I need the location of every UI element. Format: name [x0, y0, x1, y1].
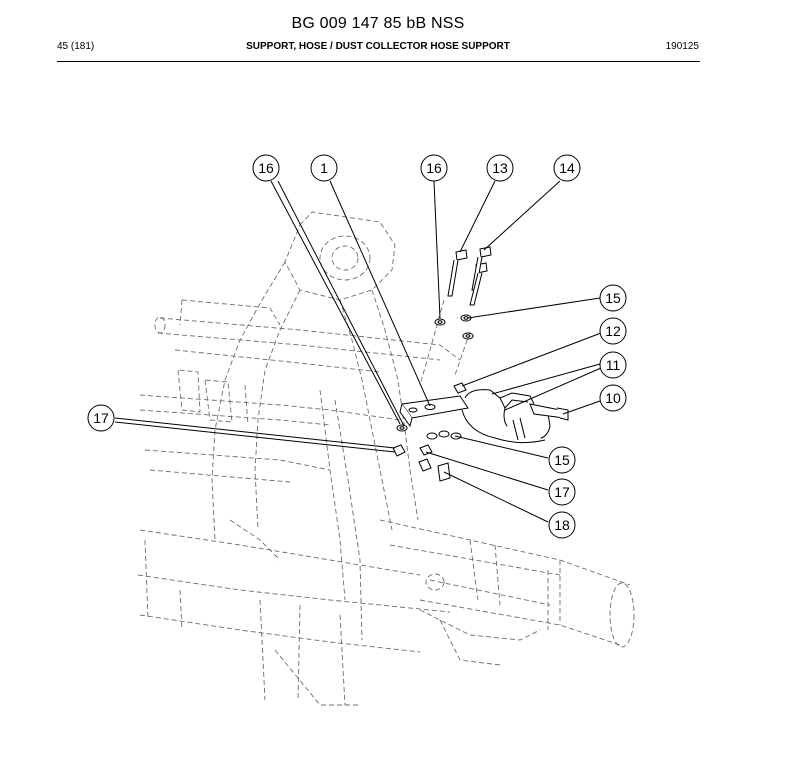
callout-17-right: 17 [548, 478, 576, 506]
callout-10: 10 [599, 384, 627, 412]
callout-label: 15 [554, 452, 570, 468]
callout-17-left: 17 [87, 404, 115, 432]
callout-11: 11 [599, 351, 627, 379]
callout-label: 13 [492, 160, 508, 176]
callout-label: 16 [426, 160, 442, 176]
callout-label: 10 [605, 390, 621, 406]
header-rule [57, 61, 700, 62]
document-id: BG 009 147 85 bB NSS [291, 15, 465, 32]
bracket-part [399, 395, 469, 428]
callout-18: 18 [548, 511, 576, 539]
section-title: SUPPORT, HOSE / DUST COLLECTOR HOSE SUPP… [246, 41, 510, 52]
callout-15-bottom: 15 [548, 446, 576, 474]
callout-16-left: 16 [252, 154, 280, 182]
page-number: 45 (181) [57, 41, 95, 52]
callout-label: 16 [258, 160, 274, 176]
header-row: 45 (181) SUPPORT, HOSE / DUST COLLECTOR … [57, 41, 699, 55]
callout-14: 14 [553, 154, 581, 182]
callout-13: 13 [486, 154, 514, 182]
callout-12: 12 [599, 317, 627, 345]
callout-label: 15 [605, 290, 621, 306]
callout-16-right: 16 [420, 154, 448, 182]
callout-label: 12 [605, 323, 621, 339]
hose-clamp-part [461, 389, 569, 444]
callout-label: 17 [554, 484, 570, 500]
callout-label: 18 [554, 517, 570, 533]
callout-label: 17 [93, 410, 109, 426]
callout-label: 1 [320, 160, 328, 176]
document-date: 190125 [665, 41, 699, 52]
leader-lines [114, 180, 602, 523]
machine-frame-phantom [137, 211, 635, 706]
callouts: 16 1 16 13 14 15 12 11 [87, 154, 627, 539]
callout-1: 1 [310, 154, 338, 182]
fasteners [392, 246, 492, 482]
callout-label: 14 [559, 160, 575, 176]
callout-label: 11 [606, 357, 621, 373]
callout-15-top: 15 [599, 284, 627, 312]
